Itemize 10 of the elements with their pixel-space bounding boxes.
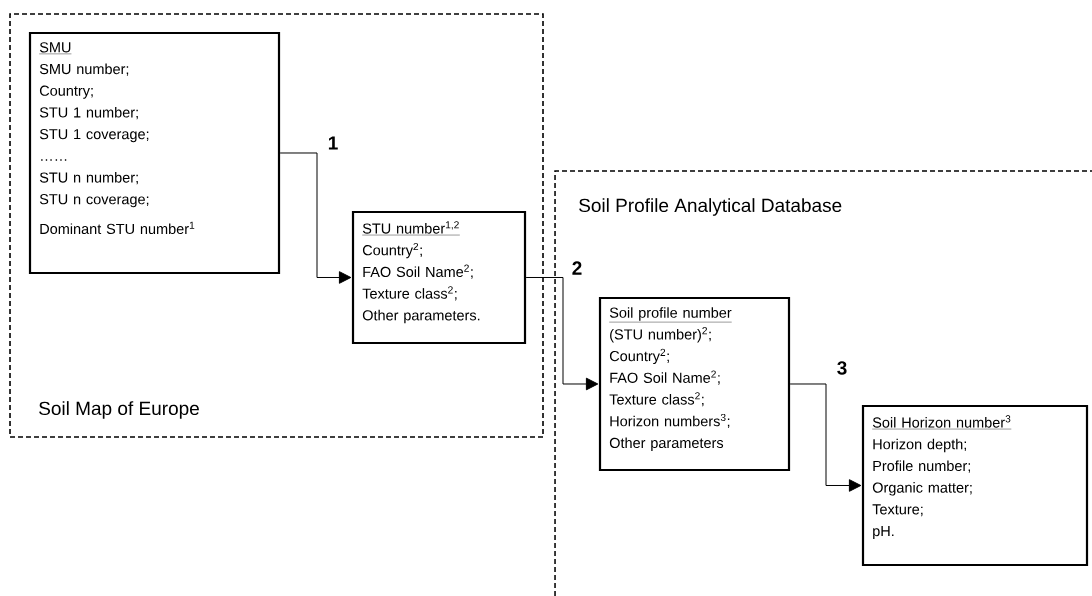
- arrow: [789, 383, 862, 492]
- record-box: Soil profile number (STU number)$^{2}$; Country$^{2}$; FAO Soil Name$^{2}$; Texture class$^{2}$; Horizon numbers$^{3}$; Other parameters: [598, 296, 791, 472]
- record-box: SMU SMU number; Country; STU 1 number; STU 1 coverage; …… STU n number; STU n coverage; Dominant STU number$^{1}$: [28, 31, 281, 275]
- edge-label: 2: [570, 260, 584, 276]
- record-box: STU number$^{1,2}$ Country$^{2}$; FAO Soil Name$^{2}$; Texture class$^{2}$; Other parameters.: [351, 210, 527, 345]
- edge-label: 1: [326, 135, 340, 151]
- record-box: Soil Horizon number$^{3}$ Horizon depth; Profile number; Organic matter; Texture; pH.: [861, 404, 1089, 567]
- arrow: [279, 152, 352, 284]
- edge-label: 3: [835, 360, 849, 376]
- arrow: [525, 277, 599, 391]
